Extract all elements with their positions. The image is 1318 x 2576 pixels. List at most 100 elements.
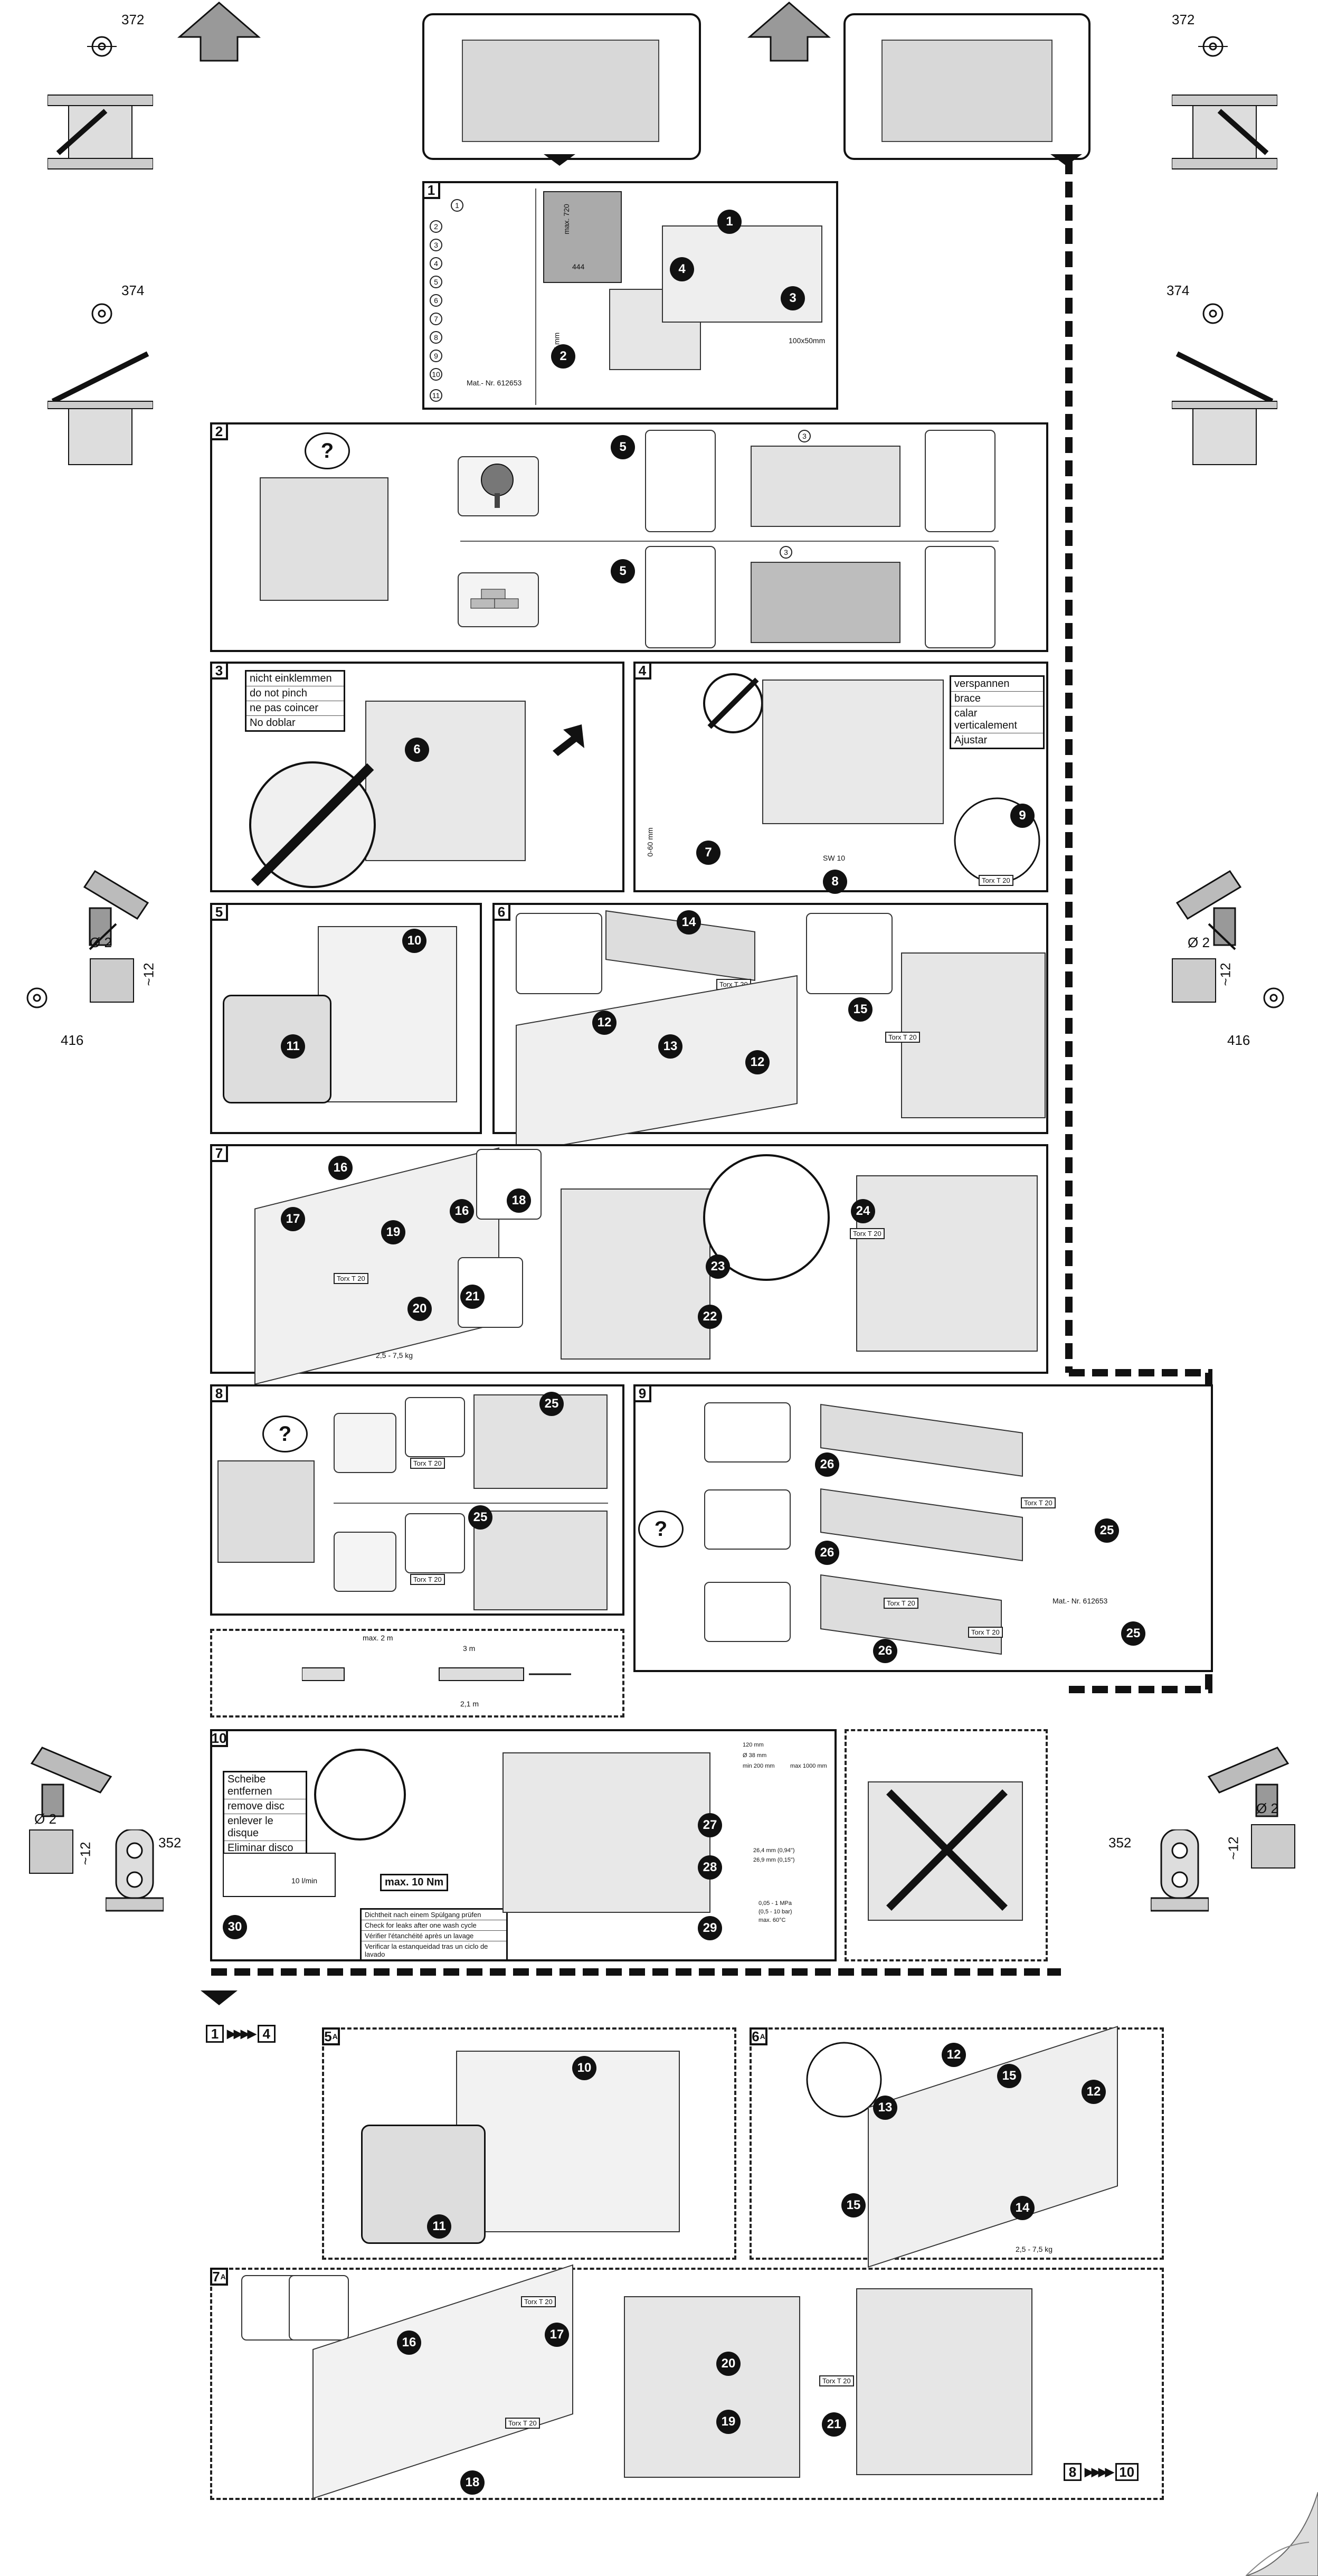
step-number: 6 <box>492 903 510 921</box>
part-6: 6 <box>430 294 442 307</box>
arrow-down-icon <box>201 1990 238 2005</box>
cabinet-pencil-drawing <box>1172 95 1277 169</box>
badge-19: 19 <box>381 1220 405 1244</box>
step-number: 8 <box>210 1384 228 1402</box>
badge-17: 17 <box>281 1207 305 1231</box>
part-11: 11 <box>430 389 442 402</box>
torx-label-2: Torx T 20 <box>884 1598 918 1609</box>
bricks-icon <box>470 589 519 609</box>
flow-rate-box <box>223 1853 336 1897</box>
badge-30: 30 <box>223 1915 247 1939</box>
step-9-panel: 9 ? 26 26 Torx T 20 25 26 Torx T 20 Torx… <box>633 1384 1213 1672</box>
niche-diagram <box>543 191 622 283</box>
cabinet-frame <box>365 701 526 861</box>
step-2-panel: 2 ? 5 3 5 3 <box>210 422 1048 652</box>
step-number: 5 <box>210 903 228 921</box>
badge-20: 20 <box>716 2352 741 2376</box>
badge-21: 21 <box>460 1285 485 1309</box>
drill-icon <box>1207 1747 1289 1817</box>
badge-18: 18 <box>460 2470 485 2495</box>
drill-hole-diagram <box>90 958 134 1003</box>
drill-depth: ~12 <box>140 963 157 986</box>
badge-13: 13 <box>658 1034 682 1059</box>
detail-bracket-top <box>645 430 716 532</box>
badge-26: 26 <box>815 1541 839 1565</box>
divider <box>334 1503 608 1504</box>
badge-12: 12 <box>942 2043 966 2067</box>
mat-number: Mat.- Nr. 612653 <box>1052 1597 1108 1605</box>
badge-13: 13 <box>873 2096 897 2120</box>
badge-6: 6 <box>405 738 429 762</box>
step-number: 1 <box>422 181 440 199</box>
divider <box>460 541 999 542</box>
torx-label-2: Torx T 20 <box>505 2418 540 2429</box>
hose-line <box>302 1667 571 1681</box>
step-number: 3 <box>210 662 228 680</box>
sink-cabinet <box>502 1752 710 1913</box>
part-1: 1 <box>451 199 463 212</box>
bracket-detail-bottom <box>405 1513 465 1573</box>
bracket-mount-icon <box>106 1829 164 1912</box>
badge-16: 16 <box>397 2330 421 2355</box>
badge-24: 24 <box>851 1199 875 1223</box>
door-detail-circle <box>703 1154 830 1281</box>
circle-3: 3 <box>780 546 792 559</box>
drill-hole-diagram <box>1251 1824 1295 1869</box>
door-frame <box>868 2025 1118 2268</box>
drill-diameter: Ø 2 <box>1256 1800 1278 1816</box>
badge-16: 16 <box>450 1199 474 1223</box>
connector-detail-circle <box>314 1749 406 1841</box>
plinth-option-2 <box>704 1489 791 1550</box>
sequence-1-to-4: 1 ▶▶▶▶ 4 <box>206 2025 276 2043</box>
hose-length-b: 2,1 m <box>460 1700 479 1708</box>
part-9: 9 <box>430 350 442 362</box>
hose-extension-panel: max. 2 m 3 m 2,1 m <box>210 1629 624 1718</box>
bracket-assembly-top <box>751 446 900 527</box>
badge-10: 10 <box>402 929 426 953</box>
dishwasher-interior <box>856 2288 1032 2475</box>
part-3: 3 <box>430 239 442 251</box>
badge-15: 14 <box>1010 2196 1035 2220</box>
step-7-panel: 7 16 17 19 16 Torx T 20 20 2,5 - 7,5 kg … <box>210 1144 1048 1385</box>
badge-11: 11 <box>427 2214 451 2239</box>
crosshair-icon <box>87 36 117 57</box>
cross-out-icon <box>886 1789 1008 1911</box>
hinge-detail-circle <box>806 2042 882 2118</box>
badge-2: 2 <box>551 344 575 369</box>
badge-25: 25 <box>539 1392 564 1416</box>
dishwasher-open <box>901 952 1046 1118</box>
badge-8: 8 <box>823 870 847 894</box>
step-number: 2 <box>210 422 228 440</box>
measure-right-374: 374 <box>1167 282 1190 298</box>
drill-hole-diagram <box>29 1829 73 1874</box>
part-4: 4 <box>430 257 442 270</box>
measure-left-416: 416 <box>61 1032 84 1048</box>
dim-444: 444 <box>572 262 585 271</box>
badge-25: 25 <box>1095 1518 1119 1543</box>
countertop-cabinet <box>260 477 388 601</box>
question-bubble: ? <box>262 1416 308 1452</box>
plinth-rail-3 <box>820 1574 1002 1655</box>
step-10-panel: 10 Scheibe entfernen remove disc enlever… <box>210 1729 837 1961</box>
step-number: 10 <box>210 1729 228 1747</box>
ruler-detail <box>361 2125 486 2244</box>
badge-20: 20 <box>407 1297 432 1321</box>
stone-countertop-thumb <box>334 1532 396 1592</box>
part-2: 2 <box>430 220 442 233</box>
badge-7: 7 <box>696 841 720 865</box>
dashed-flow-line <box>211 1968 1061 1976</box>
drill-icon <box>83 870 149 950</box>
dashed-flow-line <box>1065 158 1212 1693</box>
torx-label-2: Torx T 20 <box>850 1228 885 1239</box>
page-curl-icon <box>1246 2492 1318 2576</box>
cabinet-angle-drawing <box>48 351 153 465</box>
detail-bracket-right-bottom <box>925 546 995 648</box>
torx-label: Torx T 20 <box>410 1458 445 1469</box>
parts-list: 1 2 3 4 5 6 7 8 9 10 Mat.- Nr. 612653 11 <box>430 194 530 405</box>
cabinet-door-mount <box>624 2296 800 2478</box>
badge-22: 22 <box>698 1305 722 1329</box>
dim-100x50: 100x50mm <box>789 336 826 345</box>
step-8-panel: 8 ? Torx T 20 25 Torx T 20 25 <box>210 1384 624 1616</box>
dishwasher-interior <box>856 1175 1038 1352</box>
torx-label-3: Torx T 20 <box>968 1627 1003 1638</box>
